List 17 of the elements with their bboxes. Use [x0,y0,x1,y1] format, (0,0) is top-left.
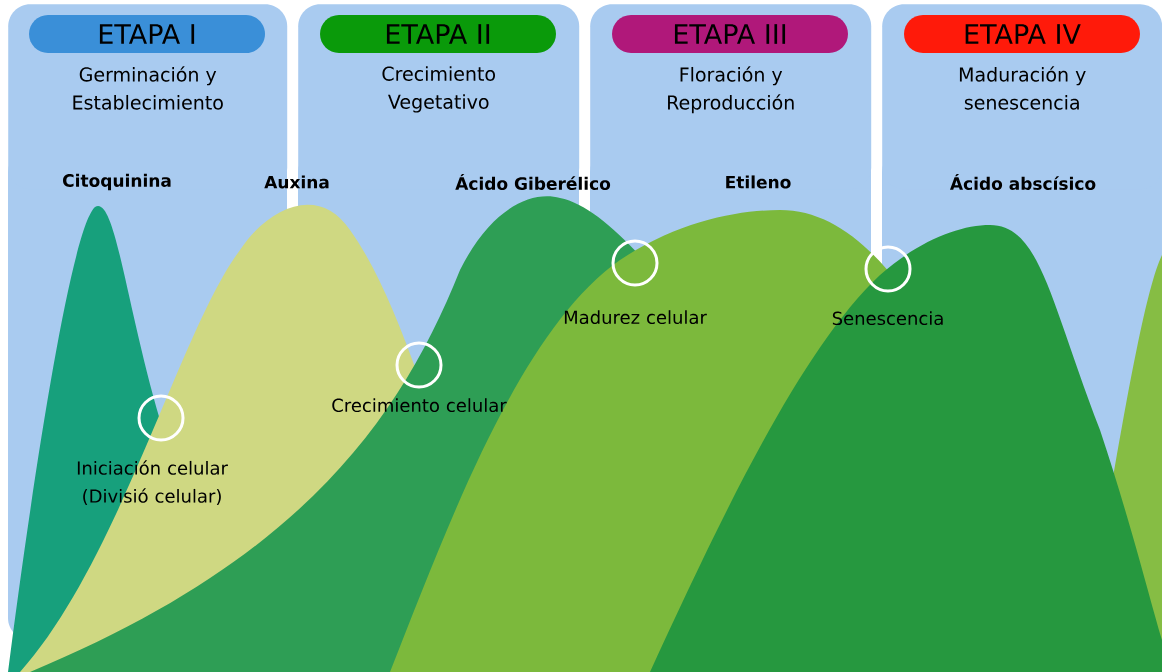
ring-marker [611,239,659,287]
hormone-label: Ácido abscísico [950,174,1096,190]
stage-badge: ETAPA I [29,15,265,53]
node-label: Maduración y senescencia [959,66,1086,110]
ring-marker [864,245,912,293]
node-label: Crecimiento Vegetativo [382,66,496,113]
stage-badge: ETAPA IV [904,15,1140,53]
hormone-label: Etileno [726,175,791,189]
ring-marker [395,341,443,389]
stage-label: Madurez celular [564,310,707,325]
ring-marker [137,394,185,442]
hormone-label: Ácido Giberélico [455,174,611,190]
node-label: Floración y Reproducción [668,66,794,114]
stage-badge: ETAPA II [320,15,556,53]
stage-badge: ETAPA III [612,15,848,53]
hormone-label: Citoquinina [63,173,171,191]
node-label: Germinación y Establecimiento [73,66,223,110]
